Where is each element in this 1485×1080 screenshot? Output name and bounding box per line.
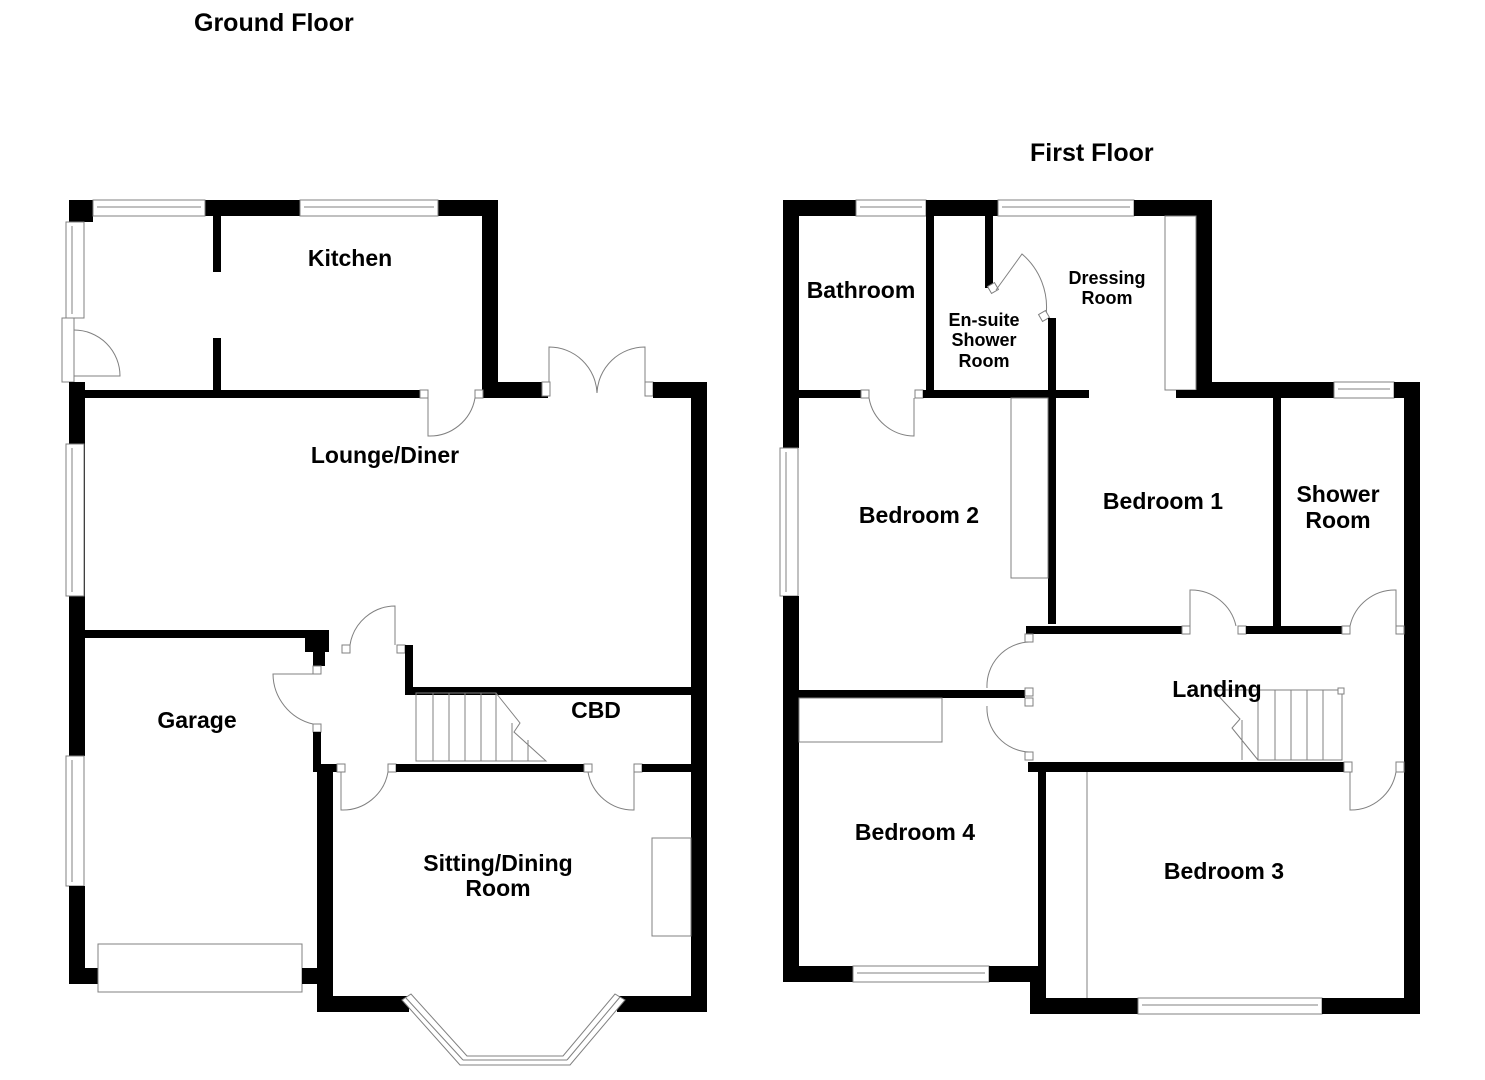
room-label-lounge-diner: Lounge/Diner xyxy=(311,442,459,468)
window xyxy=(299,199,439,217)
room-label-bedroom-4: Bedroom 4 xyxy=(855,819,975,845)
first-floor-title: First Floor xyxy=(1030,139,1154,167)
window xyxy=(852,965,990,983)
door-swing xyxy=(587,771,635,811)
door-swing xyxy=(986,641,1030,689)
room-label-dressing-2: Room xyxy=(1082,288,1133,308)
room-label-landing: Landing xyxy=(1172,676,1261,702)
room-label-ensuite-3: Room xyxy=(959,351,1010,371)
staircase xyxy=(415,692,497,762)
chimney-breast xyxy=(651,837,692,937)
room-label-sitting-dining-1: Sitting/Dining xyxy=(423,850,572,876)
window xyxy=(92,199,206,217)
door-swing xyxy=(1349,771,1397,811)
room-label-shower-2: Room xyxy=(1305,507,1370,533)
door-swing xyxy=(73,329,121,377)
door-swing xyxy=(340,771,389,811)
room-label-kitchen: Kitchen xyxy=(308,245,392,271)
first-floor-plan: Bathroom En-suite Shower Room Dressing R… xyxy=(779,199,1420,1015)
room-label-garage: Garage xyxy=(157,707,236,733)
staircase xyxy=(1257,689,1343,761)
room-label-bedroom-1: Bedroom 1 xyxy=(1103,488,1223,514)
window xyxy=(1333,381,1395,399)
ground-floor-title: Ground Floor xyxy=(194,9,354,37)
window xyxy=(855,199,927,217)
door-swing xyxy=(1349,589,1397,627)
room-label-bedroom-3: Bedroom 3 xyxy=(1164,858,1284,884)
room-label-bedroom-2: Bedroom 2 xyxy=(859,502,979,528)
room-label-cbd: CBD xyxy=(571,697,621,723)
room-label-sitting-dining-2: Room xyxy=(465,875,530,901)
door-swing xyxy=(995,253,1048,317)
room-label-bathroom: Bathroom xyxy=(807,277,916,303)
room-label-shower-1: Shower xyxy=(1296,481,1379,507)
garage-door xyxy=(97,943,303,993)
door-swing xyxy=(349,605,396,646)
french-door-left xyxy=(548,346,598,394)
room-label-dressing-1: Dressing xyxy=(1068,268,1145,288)
door-swing xyxy=(986,705,1030,753)
room-label-ensuite-2: Shower xyxy=(951,330,1016,350)
window xyxy=(997,199,1135,217)
window xyxy=(779,447,799,597)
bay-window xyxy=(401,993,626,1066)
door-swing xyxy=(868,397,915,437)
door-swing xyxy=(1189,589,1237,627)
window xyxy=(65,221,85,319)
window xyxy=(1137,997,1323,1015)
ground-floor-plan: Kitchen Lounge/Diner Garage CBD Sitting/… xyxy=(61,199,707,1066)
window xyxy=(65,443,85,597)
window xyxy=(65,755,85,887)
french-door-right xyxy=(596,346,646,394)
door-swing xyxy=(272,673,314,725)
room-label-ensuite-1: En-suite xyxy=(948,310,1019,330)
door-swing xyxy=(427,397,476,437)
